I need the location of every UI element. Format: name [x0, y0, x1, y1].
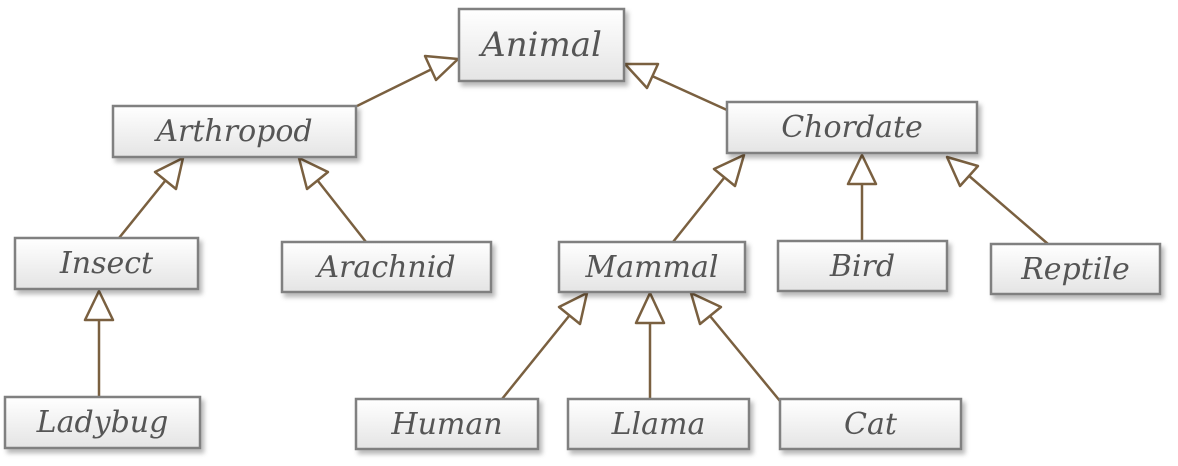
edge-chordate-animal	[623, 62, 728, 112]
node-reptile[interactable]: Reptile	[989, 242, 1162, 296]
node-box	[566, 397, 751, 451]
node-box	[778, 397, 963, 451]
node-llama[interactable]: Llama	[566, 397, 751, 451]
node-label-arthropod: Arthropod	[153, 114, 312, 149]
edge-reptile-chordate	[945, 155, 1049, 245]
node-label-insect: Insect	[59, 246, 154, 281]
node-label-arachnid: Arachnid	[314, 250, 455, 285]
edge-arachnid-arthropod	[297, 156, 367, 243]
node-animal[interactable]: Animal	[457, 7, 626, 83]
node-ladybug[interactable]: Ladybug	[3, 395, 202, 450]
node-box	[457, 7, 626, 83]
edge-ladybug-insect	[83, 289, 115, 397]
node-box	[557, 240, 747, 294]
node-label-animal: Animal	[478, 25, 602, 65]
node-box	[776, 239, 949, 293]
node-human[interactable]: Human	[354, 397, 540, 451]
node-label-chordate: Chordate	[781, 110, 923, 145]
edges-layer	[83, 54, 1049, 402]
node-box	[725, 100, 979, 155]
edge-bird-chordate	[846, 153, 878, 241]
edge-mammal-chordate	[672, 153, 746, 243]
node-label-ladybug: Ladybug	[36, 405, 169, 440]
node-label-reptile: Reptile	[1020, 252, 1130, 287]
node-chordate[interactable]: Chordate	[725, 100, 979, 155]
edge-cat-mammal	[689, 291, 781, 402]
edge-insect-arthropod	[118, 156, 185, 239]
node-label-mammal: Mammal	[585, 250, 719, 285]
node-label-llama: Llama	[611, 407, 706, 442]
node-box	[3, 395, 202, 450]
node-cat[interactable]: Cat	[778, 397, 963, 451]
edge-arthropod-animal	[356, 54, 460, 108]
node-arthropod[interactable]: Arthropod	[111, 104, 358, 159]
edge-human-mammal	[501, 291, 589, 400]
node-bird[interactable]: Bird	[776, 239, 949, 293]
node-arachnid[interactable]: Arachnid	[280, 240, 493, 294]
node-box	[280, 240, 493, 294]
node-label-human: Human	[390, 407, 502, 442]
node-box	[989, 242, 1162, 296]
node-box	[13, 236, 200, 291]
node-box	[111, 104, 358, 159]
node-label-cat: Cat	[844, 407, 898, 442]
node-mammal[interactable]: Mammal	[557, 240, 747, 294]
node-label-bird: Bird	[829, 249, 895, 284]
edge-llama-mammal	[634, 291, 666, 399]
node-insect[interactable]: Insect	[13, 236, 200, 291]
nodes-layer: Animal Arthropod Chordate Insect Arachni…	[3, 7, 1162, 451]
node-box	[354, 397, 540, 451]
